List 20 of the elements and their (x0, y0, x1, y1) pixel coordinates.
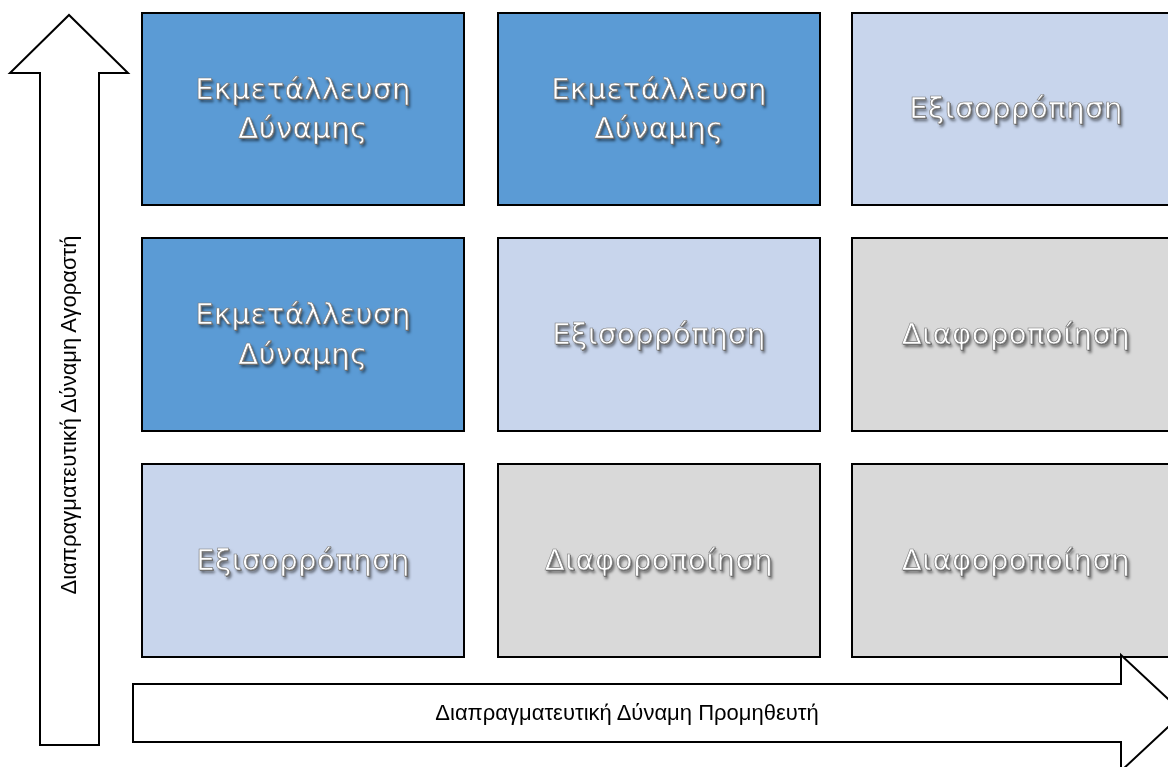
axis-label: Διαπραγματευτική Δύναμη Αγοραστή (56, 235, 82, 595)
strategy-cell (497, 237, 821, 432)
strategy-cell (141, 463, 465, 658)
cell-label: Διαφοροποίηση (901, 314, 1131, 355)
strategy-cell (497, 12, 821, 206)
strategy-cell (141, 237, 465, 432)
axis-label: Διαπραγματευτική Δύναμη Προμηθευτή (435, 700, 819, 726)
cell-label: Εξισορρόπηση (909, 90, 1123, 128)
cell-label: Διαφοροποίηση (901, 540, 1131, 581)
cell-label: Εξισορρόπηση (552, 315, 766, 353)
cell-label: Διαφοροποίηση (544, 540, 774, 581)
cell-label: Εκμετάλλευση Δύναμης (194, 296, 412, 373)
strategy-cell (851, 463, 1168, 658)
cell-label: Εξισορρόπηση (196, 541, 410, 579)
strategy-cell (497, 463, 821, 658)
cell-label: Εκμετάλλευση Δύναμης (194, 70, 412, 147)
strategy-cell (141, 12, 465, 206)
strategy-cell (851, 12, 1168, 206)
cell-label: Εκμετάλλευση Δύναμης (550, 70, 768, 147)
strategy-cell (851, 237, 1168, 432)
